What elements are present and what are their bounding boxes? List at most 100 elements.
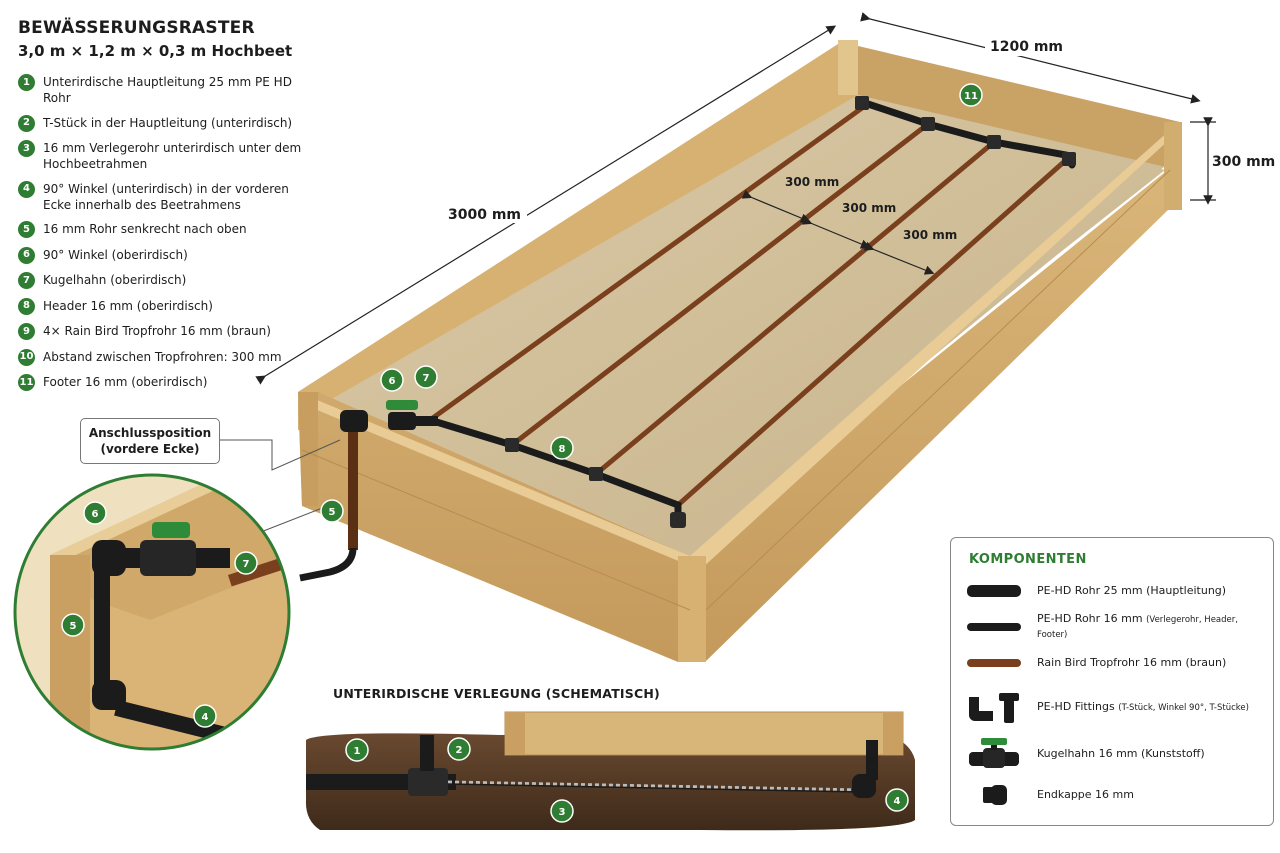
badge-7: 7: [414, 365, 438, 389]
badge-6: 6: [380, 368, 404, 392]
bed-corner-post: [678, 556, 706, 662]
page-subtitle: 3,0 m × 1,2 m × 0,3 m Hochbeet: [18, 42, 293, 60]
legend-number: 4: [18, 180, 35, 198]
component-label: PE-HD Fittings (T-Stück, Winkel 90°, T-S…: [1037, 699, 1249, 713]
bed-board-left-short: [298, 392, 318, 506]
svg-text:5: 5: [70, 621, 77, 632]
legend-text: 4× Rain Bird Tropfrohr 16 mm (braun): [43, 324, 271, 338]
component-row: PE-HD Rohr 16 mm (Verlegerohr, Header, F…: [965, 609, 1265, 645]
legend-item: 9 4× Rain Bird Tropfrohr 16 mm (braun): [18, 323, 318, 340]
ball-valve-icon: [969, 738, 1019, 768]
underground-pipe: [299, 547, 357, 582]
svg-text:1: 1: [354, 746, 361, 757]
component-label: Kugelhahn 16 mm (Kunststoff): [1037, 747, 1205, 760]
dimension-lines: [255, 12, 1216, 385]
legend-number: 6: [18, 246, 35, 264]
legend-number: 10: [18, 348, 35, 366]
width-dimension-line: [860, 12, 1201, 104]
callout-line-1: Anschlussposition: [88, 426, 212, 440]
legend-item: 7 Kugelhahn (oberirdisch): [18, 272, 318, 289]
drip-pipe: [675, 157, 1069, 508]
length-dimension-line: [255, 25, 837, 385]
svg-text:6: 6: [389, 376, 396, 387]
legend-number: 7: [18, 272, 35, 289]
legend-text: Kugelhahn (oberirdisch): [43, 273, 187, 287]
component-row: PE-HD Rohr 25 mm (Hauptleitung): [965, 573, 1265, 609]
spacing-label: 300 mm: [903, 228, 957, 242]
schematic-tee: [408, 768, 448, 796]
components-title: KOMPONENTEN: [969, 552, 1087, 567]
valve-body: [388, 412, 416, 430]
badge-7-detail: 7: [234, 551, 258, 575]
height-label: 300 mm: [1212, 154, 1275, 170]
detail-valve-body: [140, 540, 196, 576]
badge-5: 5: [320, 499, 344, 523]
pipe-16-icon: [967, 623, 1021, 631]
component-label: PE-HD Rohr 16 mm (Verlegerohr, Header, F…: [1037, 612, 1238, 640]
legend-item: 4 90° Winkel (unterirdisch) in der vorder…: [18, 180, 318, 213]
page-header: BEWÄSSERUNGSRASTER 3,0 m × 1,2 m × 0,3 m…: [18, 18, 338, 60]
badge-4-detail: 4: [193, 704, 217, 728]
legend-text: 90° Winkel (oberirdisch): [43, 247, 188, 262]
legend-item: 6 90° Winkel (oberirdisch): [18, 246, 318, 264]
connection-callout: Anschlussposition (vordere Ecke): [80, 418, 220, 464]
svg-text:7: 7: [243, 559, 250, 570]
end-cap-icon: [983, 785, 1007, 805]
legend-number: 8: [18, 297, 35, 315]
legend-number: 5: [18, 221, 35, 238]
badge-2: 2: [447, 737, 471, 761]
schematic-riser: [866, 740, 878, 780]
spacing-line: [863, 241, 935, 275]
detail-riser: [94, 560, 110, 700]
badge-4: 4: [885, 788, 909, 812]
callout-line-2: (vordere Ecke): [100, 442, 200, 456]
legend-text: Footer 16 mm (oberirdisch): [43, 375, 208, 389]
svg-text:7: 7: [423, 373, 430, 384]
legend-text: 90° Winkel (unterirdisch) in der vordere…: [43, 181, 289, 212]
component-label: Endkappe 16 mm: [1037, 788, 1134, 801]
component-label: PE-HD Rohr 25 mm (Hauptleitung): [1037, 584, 1227, 597]
schematic-title: UNTERIRDISCHE VERLEGUNG (SCHEMATISCH): [333, 686, 660, 701]
legend-number: 1: [18, 74, 35, 91]
bed-corner-post-back: [838, 40, 858, 95]
badge-3: 3: [550, 799, 574, 823]
svg-text:3: 3: [559, 807, 566, 818]
svg-text:11: 11: [964, 91, 978, 102]
legend-text: Header 16 mm (oberirdisch): [43, 298, 213, 313]
svg-text:6: 6: [92, 509, 99, 520]
components-panel: KOMPONENTEN PE-HD Rohr 25 mm (Hauptleitu…: [950, 537, 1274, 826]
width-label: 1200 mm: [990, 39, 1063, 55]
spacing-label: 300 mm: [785, 175, 839, 189]
page-title: BEWÄSSERUNGSRASTER: [18, 18, 255, 38]
detail-underground: [114, 700, 225, 743]
bed-board-front-long: [298, 122, 1180, 662]
component-row: Endkappe 16 mm: [965, 777, 1265, 813]
component-row: PE-HD Fittings (T-Stück, Winkel 90°, T-S…: [965, 689, 1265, 725]
badge-11: 11: [959, 83, 983, 107]
schematic-tee-riser: [420, 735, 434, 771]
spacing-label: 300 mm: [842, 201, 896, 215]
legend-text: 16 mm Rohr senkrecht nach oben: [43, 222, 247, 236]
drip-pipe-icon: [967, 659, 1021, 667]
spacing-line: [741, 189, 811, 223]
badge-8: 8: [550, 436, 574, 460]
component-note: (Verlegerohr, Header, Footer): [1037, 615, 1238, 640]
fittings-icon: [969, 693, 1019, 723]
callout-leader: [220, 439, 341, 471]
svg-text:4: 4: [894, 796, 901, 807]
underground-schematic: 1 2 3 4: [305, 711, 915, 831]
bed-corner-post-right: [1164, 122, 1182, 210]
component-label: Rain Bird Tropfrohr 16 mm (braun): [1037, 656, 1227, 669]
legend-number: 9: [18, 323, 35, 340]
detail-valve-handle: [152, 522, 190, 538]
component-row: Rain Bird Tropfrohr 16 mm (braun): [965, 645, 1265, 681]
svg-text:5: 5: [329, 507, 336, 518]
elbow-fitting: [340, 410, 368, 432]
legend-text: T-Stück in der Hauptleitung (unterirdisc…: [43, 115, 293, 130]
